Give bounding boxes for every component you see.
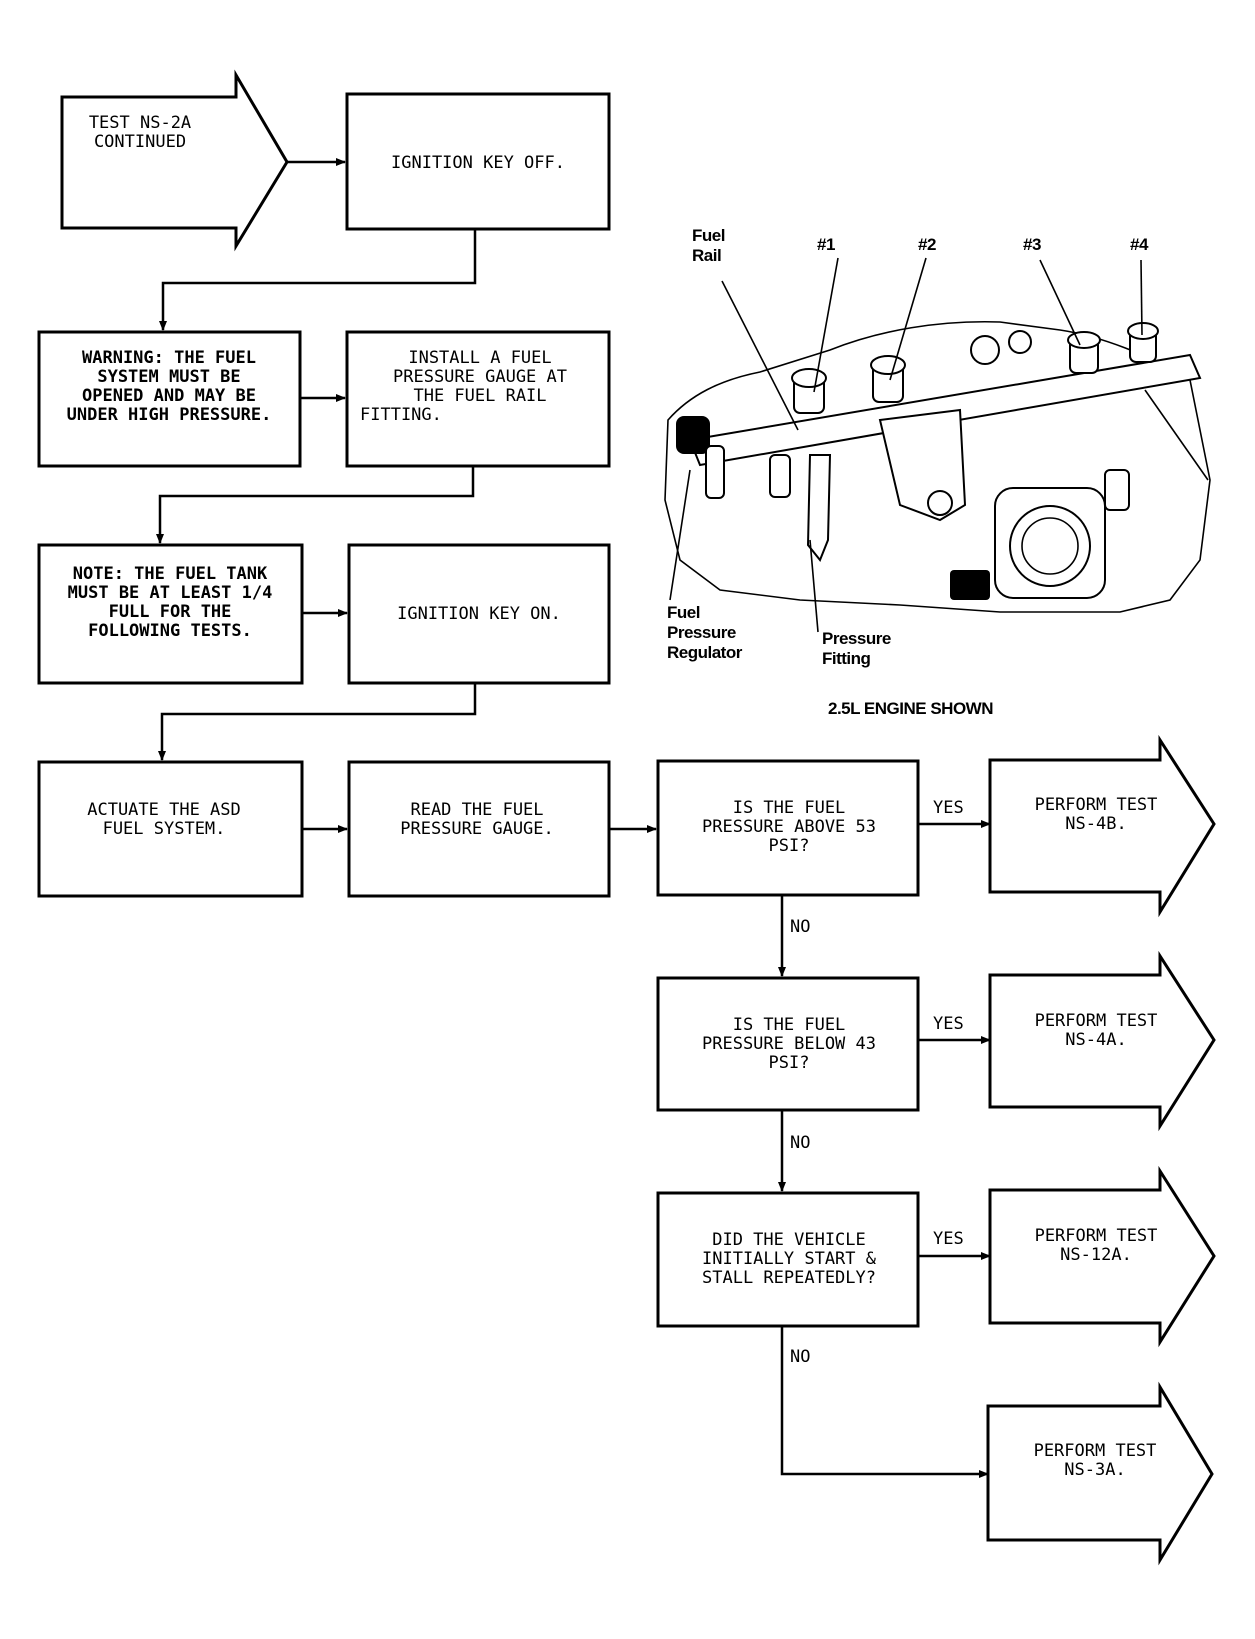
warning-line-2: SYSTEM MUST BE xyxy=(97,367,240,387)
actuate-line-1: ACTUATE THE ASD xyxy=(87,800,241,820)
warning-box: WARNING: THE FUEL SYSTEM MUST BE OPENED … xyxy=(37,330,302,468)
warning-line-1: WARNING: THE FUEL xyxy=(82,348,256,368)
q-above-line-1: IS THE FUEL xyxy=(733,798,846,818)
no-label-below: NO xyxy=(790,1133,810,1153)
q-below-line-3: PSI? xyxy=(769,1053,810,1073)
throttle-body xyxy=(950,487,1106,600)
leader-1 xyxy=(813,257,839,393)
install-line-3: THE FUEL RAIL xyxy=(413,386,546,406)
start-node: TEST NS-2A CONTINUED xyxy=(60,69,289,252)
note-line-3: FULL FOR THE xyxy=(109,602,232,622)
label-fitting-line-1: Pressure xyxy=(822,629,891,648)
result-ns-12a: PERFORM TEST NS-12A. xyxy=(988,1165,1216,1348)
engine-illustration xyxy=(664,257,1211,633)
injector-3 xyxy=(1067,331,1101,374)
start-line-2: CONTINUED xyxy=(94,132,186,152)
label-injector-3: #3 xyxy=(1023,235,1041,254)
illustration-caption: 2.5L ENGINE SHOWN xyxy=(828,699,993,718)
label-fitting-line-2: Fitting xyxy=(822,649,871,668)
result-ns-4b: PERFORM TEST NS-4B. xyxy=(988,734,1216,918)
q-below-line-2: PRESSURE BELOW 43 xyxy=(702,1034,876,1054)
leader-wire xyxy=(1144,389,1209,481)
pressure-fitting-bracket xyxy=(806,454,832,562)
label-fuel-line-1: Fuel xyxy=(692,226,725,245)
result-4b-line-2: NS-4B. xyxy=(1065,814,1126,834)
connectors xyxy=(156,158,991,1478)
yes-label-stall: YES xyxy=(933,1229,964,1249)
label-injector-2: #2 xyxy=(918,235,936,254)
label-regulator-line-3: Regulator xyxy=(667,643,743,662)
q-stall-line-3: STALL REPEATEDLY? xyxy=(702,1268,876,1288)
result-12a-line-2: NS-12A. xyxy=(1060,1245,1132,1265)
fitting-a xyxy=(970,335,1000,365)
result-ns-3a: PERFORM TEST NS-3A. xyxy=(986,1381,1214,1566)
q-below-line-1: IS THE FUEL xyxy=(733,1015,846,1035)
step-install-gauge: INSTALL A FUEL PRESSURE GAUGE AT THE FUE… xyxy=(345,330,611,468)
step-actuate-asd: ACTUATE THE ASD FUEL SYSTEM. xyxy=(37,760,304,898)
result-4a-line-1: PERFORM TEST xyxy=(1035,1011,1158,1031)
injector-1 xyxy=(791,368,827,414)
step-ignition-key-off: IGNITION KEY OFF. xyxy=(345,92,611,231)
result-4a-line-2: NS-4A. xyxy=(1065,1030,1126,1050)
note-line-4: FOLLOWING TESTS. xyxy=(88,621,252,641)
label-regulator-line-2: Pressure xyxy=(667,623,736,642)
result-ns-4a: PERFORM TEST NS-4A. xyxy=(988,950,1216,1132)
question-start-stall: DID THE VEHICLE INITIALLY START & STALL … xyxy=(656,1191,964,1367)
connector-key-on-to-actuate xyxy=(158,683,477,761)
question-pressure-below: IS THE FUEL PRESSURE BELOW 43 PSI? YES N… xyxy=(656,976,964,1153)
leader-fuel-rail xyxy=(721,280,799,431)
result-12a-line-1: PERFORM TEST xyxy=(1035,1226,1158,1246)
leader-4 xyxy=(1140,259,1143,336)
install-line-2: PRESSURE GAUGE AT xyxy=(393,367,567,387)
note-line-1: NOTE: THE FUEL TANK xyxy=(73,564,268,584)
note-box: NOTE: THE FUEL TANK MUST BE AT LEAST 1/4… xyxy=(37,543,304,685)
step-ignition-key-on: IGNITION KEY ON. xyxy=(347,543,611,685)
result-4b-line-1: PERFORM TEST xyxy=(1035,795,1158,815)
yes-label-below: YES xyxy=(933,1014,964,1034)
read-line-2: PRESSURE GAUGE. xyxy=(400,819,554,839)
q-stall-line-1: DID THE VEHICLE xyxy=(712,1230,866,1250)
label-injector-1: #1 xyxy=(817,235,835,254)
leader-3 xyxy=(1039,259,1081,346)
no-label-above: NO xyxy=(790,917,810,937)
no-label-stall: NO xyxy=(790,1347,810,1367)
read-line-1: READ THE FUEL xyxy=(410,800,543,820)
start-line-1: TEST NS-2A xyxy=(89,113,191,133)
injector-2 xyxy=(870,355,906,403)
label-rail-line-2: Rail xyxy=(692,246,721,265)
leader-regulator xyxy=(669,469,691,601)
actuate-line-2: FUEL SYSTEM. xyxy=(103,819,226,839)
illustration-labels: Fuel Rail #1 #2 #3 #4 Fuel Pressure Regu… xyxy=(667,226,1149,718)
leader-2 xyxy=(889,257,927,381)
fuel-rail-shape xyxy=(688,353,1202,467)
connector-key-off-to-warning xyxy=(159,229,477,331)
connector-q-stall-no xyxy=(780,1326,989,1478)
question-pressure-above: IS THE FUEL PRESSURE ABOVE 53 PSI? YES N… xyxy=(656,759,964,937)
bracket-bolt xyxy=(927,490,953,516)
install-line-4: FITTING. xyxy=(360,405,442,425)
q-above-line-3: PSI? xyxy=(769,836,810,856)
yes-label-above: YES xyxy=(933,798,964,818)
pressure-regulator xyxy=(676,416,791,499)
result-3a-line-2: NS-3A. xyxy=(1064,1460,1125,1480)
label-injector-4: #4 xyxy=(1130,235,1149,254)
key-off-text: IGNITION KEY OFF. xyxy=(391,153,565,173)
injector-4 xyxy=(1127,322,1159,363)
result-3a-line-1: PERFORM TEST xyxy=(1034,1441,1157,1461)
leader-fitting xyxy=(809,539,819,633)
warning-line-3: OPENED AND MAY BE xyxy=(82,386,256,406)
step-read-gauge: READ THE FUEL PRESSURE GAUGE. xyxy=(347,760,611,898)
fitting-c xyxy=(1104,469,1130,511)
fitting-b xyxy=(1008,330,1032,354)
q-stall-line-2: INITIALLY START & xyxy=(702,1249,877,1269)
key-on-text: IGNITION KEY ON. xyxy=(397,604,561,624)
install-line-1: INSTALL A FUEL xyxy=(408,348,551,368)
warning-line-4: UNDER HIGH PRESSURE. xyxy=(67,405,272,425)
q-above-line-2: PRESSURE ABOVE 53 xyxy=(702,817,876,837)
engine-outline xyxy=(664,320,1211,613)
label-regulator-line-1: Fuel xyxy=(667,603,700,622)
connector-install-to-note xyxy=(156,466,475,544)
note-line-2: MUST BE AT LEAST 1/4 xyxy=(68,583,273,603)
